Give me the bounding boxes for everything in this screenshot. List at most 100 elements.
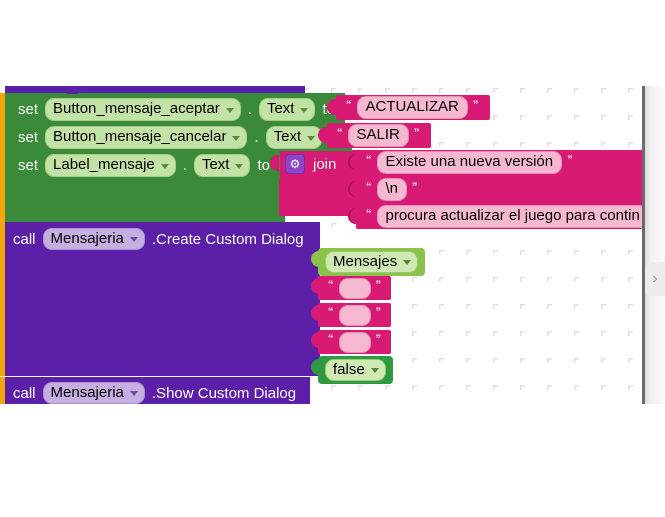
selection-highlight-left	[0, 93, 5, 222]
logic-dropdown-false[interactable]: false	[325, 359, 386, 382]
dot-separator-1: .	[247, 101, 252, 118]
chevron-down-icon	[403, 260, 412, 266]
component-value-mensajes: Mensajes	[333, 253, 398, 270]
property-name-2: Text	[273, 128, 302, 146]
set-block-button-aceptar[interactable]: set Button_mensaje_aceptar . Text to	[9, 96, 345, 123]
component-dropdown-3[interactable]: Label_mensaje	[45, 154, 176, 177]
enclosing-block-top-edge	[5, 86, 305, 93]
value-socket-2	[318, 127, 327, 143]
text-block-actualizar[interactable]: “ ACTUALIZAR ”	[336, 95, 491, 120]
chevron-down-icon	[232, 135, 241, 141]
chevron-down-icon	[370, 368, 379, 374]
arg-socket-component	[311, 251, 320, 267]
open-quote-icon: “	[366, 207, 372, 220]
open-quote-icon: “	[366, 180, 372, 193]
text-block-salir[interactable]: “ SALIR ”	[327, 123, 432, 148]
open-quote-icon: “	[337, 126, 343, 139]
set-block-label-mensaje[interactable]: set Label_mensaje . Text to	[9, 152, 280, 179]
property-name-3: Text	[201, 156, 230, 174]
arg-socket-cancelable	[311, 359, 320, 375]
property-name-1: Text	[266, 100, 295, 118]
open-quote-icon: “	[328, 333, 334, 345]
text-value-button-text[interactable]	[338, 304, 371, 326]
text-block-cancel-button-text-empty[interactable]: “ ”	[318, 330, 391, 354]
chevron-down-icon	[300, 107, 309, 113]
component-dropdown-mensajeria-create[interactable]: Mensajeria	[42, 228, 145, 251]
close-quote-icon: ”	[375, 306, 382, 318]
call-show-header[interactable]: call Mensajeria .Show Custom Dialog	[13, 382, 296, 404]
dot-separator-2: .	[254, 129, 259, 146]
join-socket-2	[348, 181, 357, 197]
arg-socket-cancel-button-text	[311, 332, 320, 348]
set-keyword-3: set	[18, 157, 39, 174]
component-dropdown-1[interactable]: Button_mensaje_aceptar	[45, 98, 241, 121]
component-name-mensajeria-show: Mensajeria	[50, 384, 124, 401]
open-quote-icon: “	[366, 153, 372, 166]
chevron-down-icon	[129, 391, 138, 397]
blocks-workspace-canvas[interactable]: set Button_mensaje_aceptar . Text to set…	[0, 86, 665, 404]
logic-value-false: false	[333, 361, 365, 378]
right-panel-gutter	[645, 86, 665, 404]
chevron-down-icon	[307, 135, 316, 141]
chevron-down-icon	[225, 107, 234, 113]
component-name-3: Label_mensaje	[53, 156, 155, 174]
open-quote-icon: “	[328, 279, 334, 291]
value-socket-1	[327, 99, 336, 115]
text-block-newline[interactable]: “ \n ”	[356, 177, 430, 202]
text-value-salir[interactable]: SALIR	[347, 124, 409, 147]
logic-block-false[interactable]: false	[318, 356, 393, 385]
arg-socket-button-text	[311, 305, 320, 321]
to-keyword-3: to	[257, 157, 270, 174]
join-block-header[interactable]: ⚙ join	[285, 154, 336, 174]
text-value-procura-actualizar[interactable]: procura actualizar el juego para contin	[376, 205, 642, 228]
text-block-title-empty[interactable]: “ ”	[318, 276, 391, 300]
arg-socket-title	[311, 278, 320, 294]
dot-separator-3: .	[182, 157, 187, 174]
text-block-existe-nueva-version[interactable]: “ Existe una nueva versión ”	[356, 150, 585, 175]
text-block-procura-actualizar[interactable]: “ procura actualizar el juego para conti…	[356, 204, 642, 229]
close-quote-icon: ”	[472, 98, 479, 111]
close-quote-icon: ”	[412, 180, 418, 193]
chevron-down-icon	[129, 237, 138, 243]
selection-highlight-left-show	[0, 377, 5, 404]
open-quote-icon: “	[346, 98, 352, 111]
join-socket-3	[348, 208, 357, 224]
gear-icon[interactable]: ⚙	[285, 154, 305, 174]
text-value-actualizar[interactable]: ACTUALIZAR	[356, 96, 468, 119]
vertical-scrollbar[interactable]	[642, 86, 645, 404]
join-label: join	[313, 155, 337, 173]
text-value-cancel-button-text[interactable]	[338, 331, 371, 353]
text-value-newline[interactable]: \n	[376, 178, 408, 201]
set-keyword-2: set	[18, 129, 39, 146]
join-socket-1	[348, 154, 357, 170]
property-dropdown-2[interactable]: Text	[265, 126, 323, 149]
chevron-down-icon	[235, 163, 244, 169]
component-dropdown-mensajeria-show[interactable]: Mensajeria	[42, 382, 145, 404]
component-name-2: Button_mensaje_cancelar	[53, 128, 227, 146]
close-quote-icon: ”	[567, 153, 573, 166]
property-dropdown-1[interactable]: Text	[258, 98, 316, 121]
open-quote-icon: “	[328, 306, 334, 318]
call-keyword-create: call	[13, 230, 36, 248]
chevron-down-icon	[160, 163, 169, 169]
call-create-header[interactable]: call Mensajeria .Create Custom Dialog	[13, 228, 304, 251]
selection-highlight-left-call	[0, 222, 5, 376]
value-socket-3	[270, 155, 279, 171]
set-keyword-1: set	[18, 101, 39, 118]
close-quote-icon: ”	[375, 333, 382, 345]
property-dropdown-3[interactable]: Text	[193, 154, 251, 177]
block-connector-notch	[62, 86, 84, 94]
method-name-show: .Show Custom Dialog	[151, 384, 297, 402]
close-quote-icon: ”	[375, 279, 382, 291]
component-name-mensajeria-create: Mensajeria	[50, 230, 124, 247]
text-value-existe-nueva-version[interactable]: Existe una nueva versión	[376, 151, 563, 174]
component-block-mensajes[interactable]: Mensajes	[318, 248, 426, 277]
method-name-create: .Create Custom Dialog	[151, 230, 304, 248]
expand-panel-button[interactable]: ›	[645, 262, 665, 296]
text-value-title[interactable]	[338, 277, 371, 299]
set-block-button-cancelar[interactable]: set Button_mensaje_cancelar . Text to	[9, 124, 352, 151]
text-block-button-text-empty[interactable]: “ ”	[318, 303, 391, 327]
component-dropdown-2[interactable]: Button_mensaje_cancelar	[45, 126, 248, 149]
component-dropdown-mensajes[interactable]: Mensajes	[325, 251, 419, 274]
component-name-1: Button_mensaje_aceptar	[53, 100, 220, 118]
